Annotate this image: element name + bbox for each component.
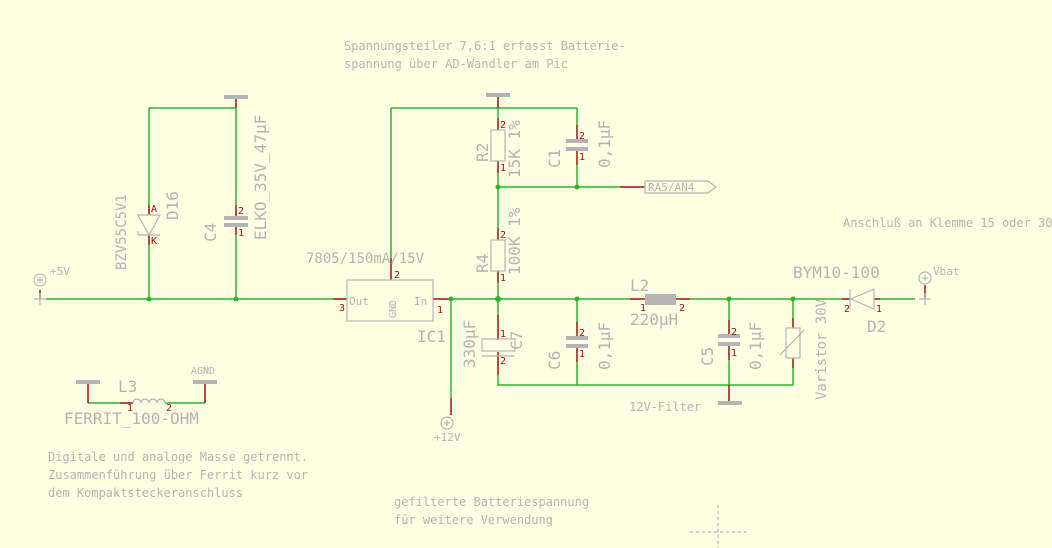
svg-text:1: 1 [437,305,443,316]
c1-capacitor[interactable] [566,139,588,151]
svg-text:1: 1 [876,304,882,315]
c4-name: C4 [201,223,220,242]
d16-value: BZV55C5V1 [114,194,130,270]
cursor-crosshair [690,505,748,548]
svg-text:1: 1 [579,152,585,163]
l2-inductor[interactable] [645,294,676,305]
svg-text:2: 2 [500,230,506,241]
c6-name: C6 [545,351,564,370]
svg-text:2: 2 [500,356,506,367]
d2-value: BYM10-100 [793,263,880,282]
svg-text:2: 2 [731,327,737,338]
svg-text:1: 1 [500,163,506,174]
note-divider-2: spannung über AD-Wandler am Pic [344,57,568,71]
c7-electrolytic-capacitor[interactable] [481,338,516,357]
svg-text:2: 2 [166,403,172,414]
svg-text:RA5/AN4: RA5/AN4 [648,181,695,194]
svg-text:1: 1 [238,228,244,239]
r4-resistor[interactable] [490,239,506,272]
label-vbat: Vbat [933,265,960,278]
ra5-net-label[interactable]: RA5/AN4 [644,180,717,194]
l3-name: L3 [118,377,137,396]
note-filtered-1: gefilterte Batteriespannung [394,495,589,509]
ic1-gnd-label: GND [388,300,399,318]
svg-text:1: 1 [500,329,506,340]
c5-capacitor[interactable] [718,334,740,346]
r4-value: 100K 1% [505,207,524,275]
note-divider-1: Spannungsteiler 7,6:1 erfasst Batterie- [344,39,626,53]
note-ground-2: Zusammenführung über Ferrit kurz vor [48,468,308,482]
c1-name: C1 [545,149,564,168]
l2-value: 220µH [630,310,678,329]
svg-text:1: 1 [640,303,646,314]
varistor[interactable] [779,327,805,359]
c4-electrolytic-capacitor[interactable] [224,216,248,227]
c7-name: C7 [507,331,526,350]
r4-name: R4 [473,254,492,273]
c6-capacitor[interactable] [566,336,588,348]
svg-text:2: 2 [579,328,585,339]
ic1-name: IC1 [417,327,446,346]
c4-value: ELKO_35V_47µF [251,115,270,240]
d16-zener-diode[interactable] [136,214,162,237]
note-ground-3: dem Kompaktsteckeranschluss [48,486,243,500]
c1-value: 0,1µF [595,120,614,168]
svg-text:2: 2 [844,304,850,315]
r2-resistor[interactable] [490,129,506,162]
note-filtered-2: für weitere Verwendung [394,513,553,527]
c5-value: 0,1µF [746,322,765,370]
note-ground-1: Digitale und analoge Masse getrennt. [48,450,308,464]
d2-name: D2 [867,317,886,336]
l2-name: L2 [630,276,649,295]
svg-text:2: 2 [679,303,685,314]
svg-text:1: 1 [731,348,737,359]
l3-ferrite[interactable] [132,398,166,404]
svg-text:2: 2 [238,206,244,217]
svg-text:1: 1 [579,349,585,360]
label-agnd: AGND [191,366,215,377]
r2-value: 15K 1% [505,120,524,178]
svg-text:2: 2 [500,120,506,131]
ic1-value: 7805/150mA/15V [306,251,425,267]
c7-value: 330µF [460,320,479,368]
r2-name: R2 [473,143,492,162]
junctions [146,184,796,302]
gnd-symbols [76,93,742,405]
varistor-value: Varistor 30V [814,298,830,400]
svg-text:K: K [151,236,157,247]
supply-symbols [33,271,932,430]
svg-text:A: A [151,204,157,215]
d2-diode[interactable] [849,288,875,310]
ic1-in-label: In [414,295,427,308]
svg-text:2: 2 [394,270,400,281]
ic1-regulator[interactable] [346,279,434,322]
note-filter: 12V-Filter [629,400,701,414]
label-12v: +12V [434,431,461,444]
d16-name: D16 [163,191,182,220]
svg-text:2: 2 [579,131,585,142]
label-5v: +5V [50,265,70,278]
note-terminal: Anschluß an Klemme 15 oder 30 [843,216,1052,230]
ic1-out-label: Out [349,295,369,308]
l3-value: FERRIT_100-OHM [64,409,199,428]
pins [39,95,926,415]
c6-value: 0,1µF [595,322,614,370]
wires [46,107,915,404]
svg-text:1: 1 [500,273,506,284]
svg-text:1: 1 [127,403,133,414]
c5-name: C5 [698,347,717,366]
svg-text:3: 3 [339,303,345,314]
pin-numbers: A K 2 1 3 1 2 2 1 2 1 2 1 1 2 2 1 1 2 2 … [127,120,882,414]
